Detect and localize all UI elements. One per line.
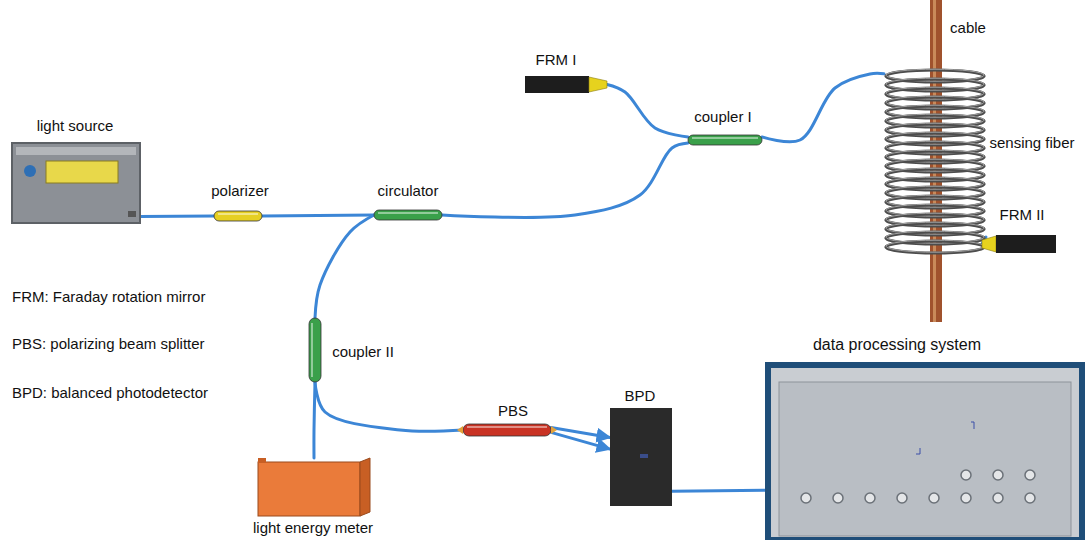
optical-fiber [442,143,688,217]
energy-meter: light energy meter [258,458,370,516]
fiber-coupler: coupler I [688,135,762,145]
frm-shape [525,76,607,93]
optical-fiber [551,432,610,449]
component-label: polarizer [211,182,269,199]
source-shape [12,143,140,223]
vcyl-shape [309,318,321,382]
sensing-coil: sensing fiber [884,68,986,260]
abbreviation-note: FRM: Faraday rotation mirror [12,288,205,305]
faraday-mirror: FRM I [525,76,607,93]
faraday-mirror: FRM II [982,235,1056,253]
optical-fiber [315,215,374,318]
abbreviation-note: PBS: polarizing beam splitter [12,335,205,352]
optical-fiber [672,490,765,491]
polarizer-device: polarizer [214,211,262,221]
component-label: circulator [378,182,439,199]
optical-fiber [762,73,884,141]
bpd-shape [610,408,672,506]
component-label: coupler I [694,108,752,125]
cyl-shape [688,135,762,145]
abbreviation-note: BPD: balanced photodetector [12,384,208,401]
photodetector-box: BPD [610,408,672,506]
pbs-shape [463,424,551,436]
panel-shape [765,362,1085,540]
fiber-coupler: coupler II [309,318,321,382]
component-label: light source [37,117,114,134]
cyl-shape [214,211,262,221]
beam-splitter: PBS [463,424,551,436]
component-label: PBS [498,402,528,419]
optical-fiber [262,215,374,216]
optical-fiber [607,85,688,138]
component-label: cable [950,19,986,36]
meter-shape [258,458,370,516]
component-label: FRM I [536,51,577,68]
coil-shape [884,68,986,260]
component-label: sensing fiber [989,134,1074,151]
frm2-shape [982,235,1056,253]
optical-fiber [140,215,214,219]
component-label: BPD [625,387,656,404]
component-label: light energy meter [253,519,373,536]
circulator-device: circulator [374,210,442,220]
light-source-box: light source [12,143,140,223]
component-label: data processing system [813,336,981,354]
optical-fiber [315,382,463,431]
optical-fiber [314,382,315,458]
cyl-shape [374,210,442,220]
processing-unit: data processing system [765,362,1085,540]
component-label: coupler II [332,343,394,360]
component-label: FRM II [1000,206,1045,223]
